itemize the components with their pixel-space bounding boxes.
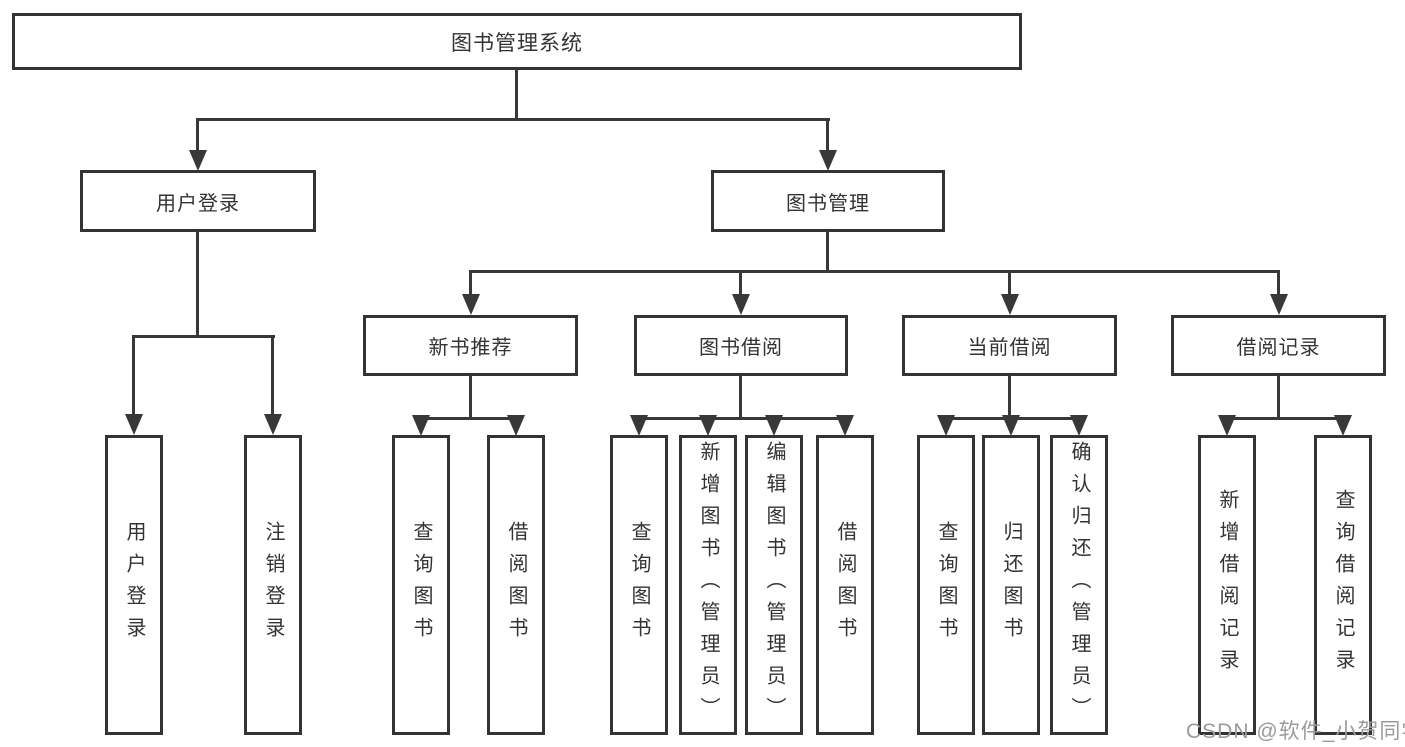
connector-user-login-crossbar [133, 335, 275, 338]
connector-user-login-drop [196, 118, 199, 151]
connector-level2-drop [469, 270, 472, 295]
node-leaf-return-books: 归还图书 [982, 435, 1040, 735]
connector-borrowing-records-crossbar [1226, 417, 1345, 420]
arrowhead-down-icon [836, 415, 854, 436]
arrowhead-down-icon [1270, 294, 1288, 315]
arrowhead-down-icon [189, 150, 207, 171]
node-user-login-label: 用户登录 [156, 192, 240, 215]
arrowhead-down-icon [507, 415, 525, 436]
node-leaf-add-books-admin: 新增图书（管理员） [679, 435, 737, 735]
arrowhead-down-icon [699, 415, 717, 436]
node-leaf-query-books-recommend-label: 查询图书 [410, 521, 432, 649]
node-borrowing-records: 借阅记录 [1171, 315, 1386, 376]
node-leaf-return-books-label: 归还图书 [1000, 521, 1022, 649]
node-leaf-logout: 注销登录 [244, 435, 302, 735]
connector-book-borrowing-stem [739, 375, 742, 417]
node-user-login: 用户登录 [80, 170, 316, 232]
node-current-borrowing-label: 当前借阅 [967, 337, 1052, 359]
node-leaf-add-borrow-record: 新增借阅记录 [1198, 435, 1256, 735]
connector-book-mgmt-stem [826, 231, 829, 270]
node-leaf-query-borrow-record-label: 查询借阅记录 [1332, 489, 1354, 681]
connector-borrowing-records-stem [1277, 375, 1280, 417]
arrowhead-down-icon [937, 415, 955, 436]
node-current-borrowing: 当前借阅 [902, 315, 1117, 376]
connector-level2-drop [739, 270, 742, 295]
csdn-watermark: CSDN @软件_小贺同学 [1186, 720, 1405, 743]
connector-new-book-rec-crossbar [420, 417, 518, 420]
node-leaf-query-books-current-label: 查询图书 [935, 521, 957, 649]
arrowhead-down-icon [264, 414, 282, 435]
node-leaf-add-books-admin-label: 新增图书（管理员） [697, 441, 719, 729]
arrowhead-down-icon [1002, 415, 1020, 436]
arrowhead-down-icon [1070, 415, 1088, 436]
node-leaf-edit-books-admin: 编辑图书（管理员） [745, 435, 803, 735]
connector-root-crossbar [197, 118, 830, 121]
arrowhead-down-icon [819, 150, 837, 171]
arrowhead-down-icon [1001, 294, 1019, 315]
connector-root-stem [515, 69, 518, 119]
connector-level2-drop [1277, 270, 1280, 295]
node-leaf-query-books-borrowing-label: 查询图书 [628, 521, 650, 649]
node-book-borrowing-label: 图书借阅 [699, 337, 783, 359]
node-book-borrowing: 图书借阅 [634, 315, 848, 376]
node-leaf-borrow-books-recommend: 借阅图书 [487, 435, 545, 735]
node-leaf-add-borrow-record-label: 新增借阅记录 [1216, 489, 1238, 681]
arrowhead-down-icon [732, 294, 750, 315]
node-leaf-logout-label: 注销登录 [262, 521, 284, 649]
node-library-system-label: 图书管理系统 [451, 31, 583, 55]
arrowhead-down-icon [125, 414, 143, 435]
node-leaf-borrow-books-recommend-label: 借阅图书 [505, 521, 527, 649]
node-leaf-query-books-borrowing: 查询图书 [610, 435, 668, 735]
arrowhead-down-icon [765, 415, 783, 436]
node-leaf-confirm-return-admin: 确认归还（管理员） [1050, 435, 1108, 735]
connector-book-mgmt-drop [826, 118, 829, 151]
arrowhead-down-icon [1334, 415, 1352, 436]
node-library-system: 图书管理系统 [12, 13, 1022, 70]
node-new-book-recommend-label: 新书推荐 [428, 337, 513, 359]
connector-user-login-stem [196, 231, 199, 335]
connector-leaf-drop [271, 335, 274, 415]
node-borrowing-records-label: 借阅记录 [1236, 337, 1321, 359]
connector-level2-drop [1008, 270, 1011, 295]
node-leaf-confirm-return-admin-label: 确认归还（管理员） [1068, 441, 1090, 729]
node-leaf-query-books-recommend: 查询图书 [392, 435, 450, 735]
arrowhead-down-icon [630, 415, 648, 436]
node-new-book-recommend: 新书推荐 [363, 315, 578, 376]
arrowhead-down-icon [412, 415, 430, 436]
node-leaf-edit-books-admin-label: 编辑图书（管理员） [763, 441, 785, 729]
node-book-management-label: 图书管理 [786, 192, 870, 215]
node-leaf-borrow-books-borrowing-label: 借阅图书 [834, 521, 856, 649]
connector-book-mgmt-crossbar [470, 270, 1280, 273]
node-leaf-borrow-books-borrowing: 借阅图书 [816, 435, 874, 735]
node-leaf-query-books-current: 查询图书 [917, 435, 975, 735]
connector-book-borrowing-crossbar [638, 417, 847, 420]
connector-current-borrowing-stem [1008, 375, 1011, 417]
arrowhead-down-icon [462, 294, 480, 315]
node-leaf-user-login: 用户登录 [105, 435, 163, 735]
node-leaf-query-borrow-record: 查询借阅记录 [1314, 435, 1372, 735]
node-book-management: 图书管理 [711, 170, 945, 232]
connector-leaf-drop [132, 335, 135, 415]
node-leaf-user-login-label: 用户登录 [123, 521, 145, 649]
arrowhead-down-icon [1218, 415, 1236, 436]
connector-new-book-rec-stem [469, 375, 472, 417]
